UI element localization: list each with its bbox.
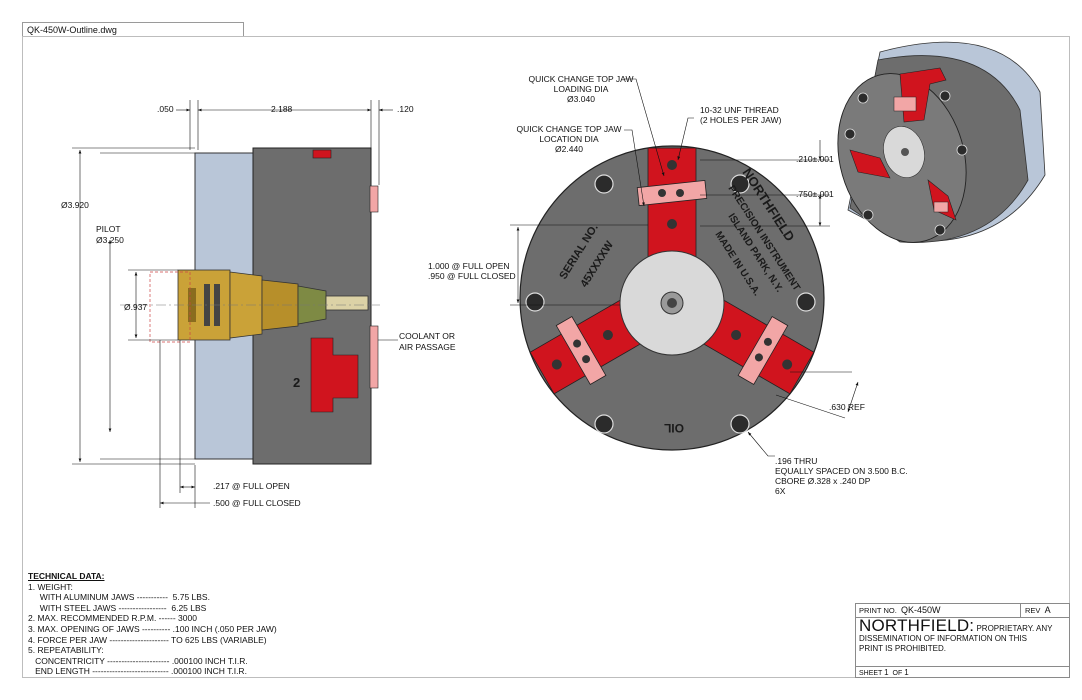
- print-no: QK-450W: [900, 605, 941, 615]
- thread-label: 10-32 UNF THREAD(2 HOLES PER JAW): [700, 105, 782, 125]
- tech-line: 3. MAX. OPENING OF JAWS ---------- .100 …: [28, 623, 277, 634]
- isometric-view: [837, 41, 1046, 243]
- print-no-label: PRINT NO.: [859, 606, 897, 615]
- engraving-oil: OIL: [664, 421, 684, 435]
- pilot-dia: Ø3.250: [96, 235, 124, 245]
- top-jaw-lower-left: [692, 295, 815, 395]
- tech-line: 2. MAX. RECOMMENDED R.P.M. ------ 3000: [28, 613, 197, 624]
- sheet-info: SHEET 1 OF 1: [856, 666, 1069, 678]
- jaw-2-side: [310, 337, 359, 413]
- top-jaw-top: [636, 147, 708, 261]
- green-collet: [297, 285, 327, 325]
- tech-line: CONCENTRICITY ---------------------- .00…: [28, 655, 248, 666]
- file-tab[interactable]: QK-450W-Outline.dwg: [22, 22, 244, 36]
- dim-050: .050: [157, 104, 174, 114]
- mounting-holes: [525, 174, 816, 434]
- coolant-label-2: AIR PASSAGE: [399, 342, 456, 352]
- drawing-frame: [22, 36, 1070, 678]
- dim-937: Ø.937: [124, 302, 148, 312]
- tech-line: WITH ALUMINUM JAWS ----------- 5.75 LBS.: [28, 592, 210, 603]
- dim-210: .210±.001: [796, 154, 834, 164]
- brand-name: NORTHFIELD:: [859, 616, 975, 635]
- technical-data-title: TECHNICAL DATA:: [28, 571, 105, 581]
- tech-line: WITH STEEL JAWS ----------------- 6.25 L…: [28, 602, 207, 613]
- dim-3920: Ø3.920: [61, 200, 89, 210]
- jaw-number: 2: [293, 375, 300, 390]
- top-jaw-top-side: [312, 149, 332, 159]
- title-block: PRINT NO. QK-450W REV A NORTHFIELD: PROP…: [855, 603, 1070, 678]
- rev-value: A: [1044, 605, 1051, 615]
- side-view: 2: [72, 100, 398, 508]
- front-view: NORTHFIELD PRECISION INSTRUMENT ISLAND P…: [510, 78, 859, 457]
- top-jaw-lower-right: [529, 295, 652, 395]
- tech-line: END LENGTH --------------------------- .…: [28, 666, 247, 677]
- plunger: [325, 295, 369, 311]
- dim-500: .500 @ FULL CLOSED: [213, 498, 301, 508]
- coolant-label-1: COOLANT OR: [399, 331, 456, 341]
- proprietary-notice: NORTHFIELD: PROPRIETARY. ANY DISSEMINATI…: [859, 616, 1053, 653]
- rev-label: REV: [1025, 606, 1041, 615]
- dim-750: .750±.001: [796, 189, 834, 199]
- dim-217: .217 @ FULL OPEN: [213, 481, 290, 491]
- dim-2188: 2.188: [271, 104, 293, 114]
- technical-data: TECHNICAL DATA: 1. WEIGHT: WITH ALUMINUM…: [28, 571, 277, 677]
- dim-120: .120: [397, 104, 414, 114]
- dim-630: .630 REF: [829, 402, 865, 412]
- tech-line: 4. FORCE PER JAW --------------------- T…: [28, 634, 267, 645]
- tech-line: 1. WEIGHT:: [28, 581, 73, 592]
- tech-line: 5. REPEATABILITY:: [28, 645, 104, 656]
- open-closed-label: 1.000 @ FULL OPEN.950 @ FULL CLOSED: [428, 261, 516, 281]
- pilot-label: PILOT: [96, 224, 121, 234]
